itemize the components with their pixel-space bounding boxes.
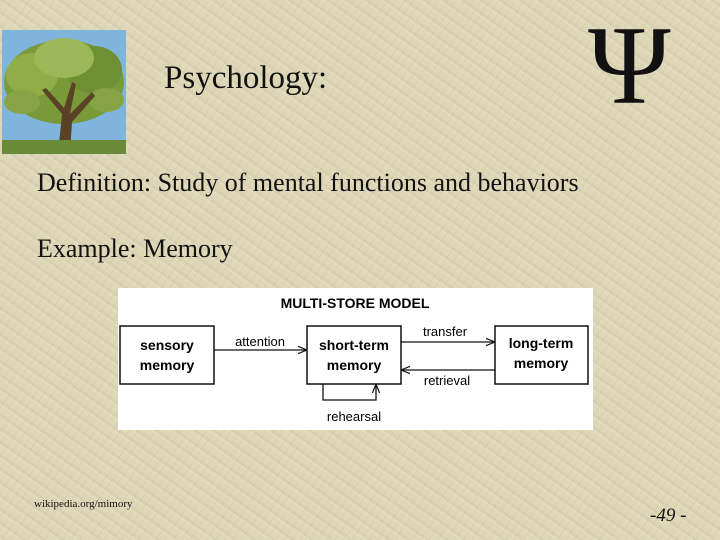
example-text: Example: Memory [37, 234, 233, 264]
psi-symbol: Ψ [588, 10, 671, 122]
rehearsal-label: rehearsal [327, 409, 381, 424]
definition-text: Definition: Study of mental functions an… [37, 168, 579, 198]
sensory-line-1: sensory [140, 337, 194, 353]
transfer-label: transfer [423, 324, 468, 339]
slide-title: Psychology: [164, 60, 327, 97]
sensory-line-2: memory [140, 357, 195, 373]
short-term-memory-box [307, 326, 401, 384]
sensory-memory-box [120, 326, 214, 384]
diagram-title: MULTI-STORE MODEL [281, 295, 430, 311]
retrieval-label: retrieval [424, 373, 470, 388]
tree-image [2, 30, 126, 154]
source-credit: wikipedia.org/mimory [34, 498, 132, 510]
long-term-line-2: memory [514, 355, 569, 371]
page-number: -49 - [650, 505, 686, 527]
multi-store-model-diagram: MULTI-STORE MODEL sensory memory short-t… [118, 288, 593, 430]
long-term-line-1: long-term [509, 335, 574, 351]
short-term-line-2: memory [327, 357, 382, 373]
attention-label: attention [235, 334, 285, 349]
short-term-line-1: short-term [319, 337, 389, 353]
